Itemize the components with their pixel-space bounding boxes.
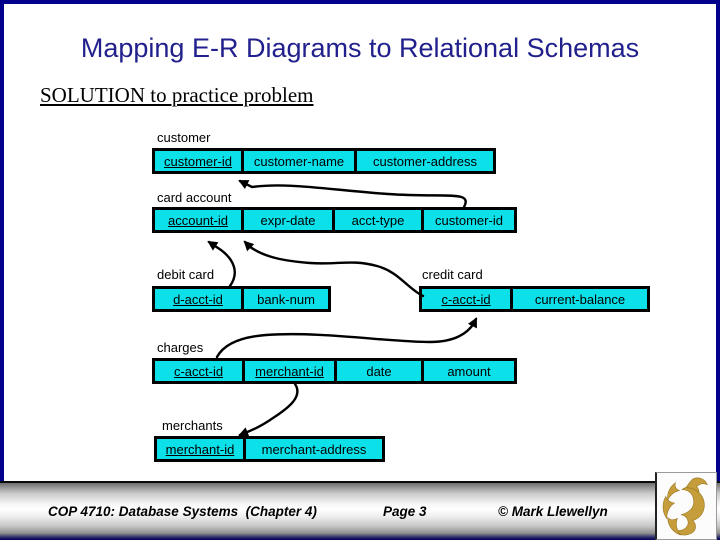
cell-fk-c-acct-id: c-acct-id [155, 361, 242, 381]
cell-date: date [337, 361, 421, 381]
cell-acct-type: acct-type [335, 210, 421, 230]
cell-c-acct-id: c-acct-id [422, 289, 510, 309]
table-label-credit-card: credit card [422, 267, 483, 282]
table-label-card-account: card account [157, 190, 232, 205]
table-label-customer: customer [157, 130, 211, 145]
table-charges: c-acct-id merchant-id date amount [152, 358, 517, 384]
table-label-charges: charges [157, 340, 204, 355]
table-label-debit-card: debit card [157, 267, 215, 282]
pegasus-icon [662, 477, 708, 536]
ucf-pegasus-logo [655, 472, 717, 540]
footer-course: COP 4710: Database Systems (Chapter 4) [48, 504, 317, 519]
cell-expr-date: expr-date [244, 210, 332, 230]
cell-customer-name: customer-name [244, 151, 354, 171]
arrow-charges-to-creditcard [215, 317, 478, 359]
table-merchants: merchant-id merchant-address [154, 436, 385, 462]
cell-fk-customer-id: customer-id [424, 210, 514, 230]
cell-customer-address: customer-address [357, 151, 493, 171]
cell-amount: amount [424, 361, 514, 381]
cell-d-acct-id: d-acct-id [155, 289, 241, 309]
cell-merchant-address: merchant-address [246, 439, 382, 459]
table-credit-card: c-acct-id current-balance [419, 286, 650, 312]
footer-copyright: © Mark Llewellyn [498, 504, 608, 519]
arrow-cardaccount-to-customer [238, 179, 467, 209]
table-debit-card: d-acct-id bank-num [152, 286, 331, 312]
cell-customer-id: customer-id [155, 151, 241, 171]
table-card-account: account-id expr-date acct-type customer-… [152, 207, 517, 233]
table-label-merchants: merchants [162, 418, 223, 433]
slide-subtitle: SOLUTION to practice problem [40, 83, 314, 107]
footer-bar: COP 4710: Database Systems (Chapter 4) P… [0, 481, 720, 540]
cell-bank-num: bank-num [244, 289, 328, 309]
cell-merchant-id: merchant-id [157, 439, 243, 459]
page-title: Mapping E-R Diagrams to Relational Schem… [80, 33, 640, 63]
footer-page-number: Page 3 [383, 504, 427, 519]
cell-account-id: account-id [155, 210, 241, 230]
table-customer: customer-id customer-name customer-addre… [152, 148, 496, 174]
arrow-charges-to-merchants [238, 382, 299, 437]
slide-border [0, 0, 720, 481]
cell-current-balance: current-balance [513, 289, 647, 309]
cell-fk-merchant-id: merchant-id [245, 361, 334, 381]
